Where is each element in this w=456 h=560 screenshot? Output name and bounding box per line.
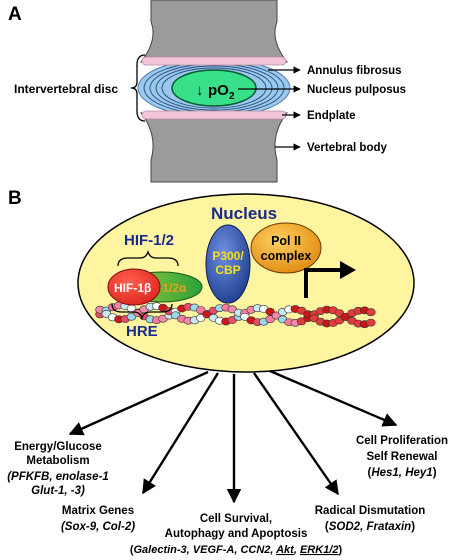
energy-line1: Energy/Glucose [14,441,102,453]
pol-ii-complex [250,222,322,274]
energy-output: Energy/Glucose Metabolism (PFKFB, enolas… [7,441,109,497]
lower-vertebral-body [139,112,289,183]
upper-endplate [141,56,287,66]
matrix-output: Matrix Genes (Sox-9, Col-2) [61,505,135,533]
p300-label-line1: P300/ [212,249,244,263]
transcription-arrowhead [340,261,356,279]
dna-strand [95,301,376,329]
proliferation-line1: Cell Proliferation [356,435,448,447]
hre-brace [111,303,173,321]
survival-line2: Autophagy and Apoptosis [165,528,308,540]
radical-line1: Radical Dismutation [315,505,426,517]
hif-1beta-subunit [107,268,161,306]
dna-bead [265,307,275,316]
energy-line2: Metabolism [26,455,89,467]
disc-bracket [130,54,146,122]
nucleus-title: Nucleus [211,204,277,223]
radical-output: Radical Dismutation (SOD2, Frataxin) [315,505,426,533]
survival-line1: Cell Survival, [200,513,272,525]
energy-genes-2: Glut-1, -3) [31,485,85,497]
po2-label: pO [208,82,229,99]
hif-label: HIF-1/2 [124,232,174,249]
p300-cbp [205,224,251,304]
pol-label-line2: complex [261,249,312,263]
matrix-genes: (Sox-9, Col-2) [61,521,135,533]
endplate-label: Endplate [307,110,356,122]
proliferation-line2: Self Renewal [367,451,438,463]
radical-genes: (SOD2, Frataxin) [325,521,415,533]
panel-b-letter: B [8,188,22,209]
panel-a-letter: A [8,4,22,25]
p300-label-line2: CBP [215,263,240,277]
output-arrows [68,369,398,504]
matrix-line1: Matrix Genes [62,505,134,517]
nucleus-pulposus-label: Nucleus pulposus [307,84,406,96]
annulus-label: Annulus fibrosus [307,65,402,77]
transcription-start-arrow [304,268,342,298]
pol-label-line1: Pol II [271,234,301,248]
hif-1beta-label: HIF-1β [114,281,151,295]
nucleus-pulposus [171,69,257,107]
po2-subscript: 2 [229,91,235,102]
lower-endplate [141,110,287,120]
hif-brace [117,249,179,267]
dna-bead [196,306,206,314]
survival-genes: (Galectin-3, VEGF-A, CCN2, Akt, ERK1/2) [130,544,343,556]
hre-label: HRE [126,323,158,340]
vertebral-body-label: Vertebral body [307,142,387,154]
proliferation-output: Cell Proliferation Self Renewal (Hes1, H… [356,435,448,479]
energy-genes-1: (PFKFB, enolase-1 [7,471,109,483]
po2-arrow: ↓ [196,82,204,99]
intervertebral-disc-label: Intervertebral disc [14,82,118,96]
dna-bead [366,318,376,327]
upper-vertebral-body [139,0,289,63]
dna-bead [366,308,376,317]
proliferation-genes: (Hes1, Hey1) [367,467,436,479]
survival-output: Cell Survival, Autophagy and Apoptosis (… [130,513,343,556]
